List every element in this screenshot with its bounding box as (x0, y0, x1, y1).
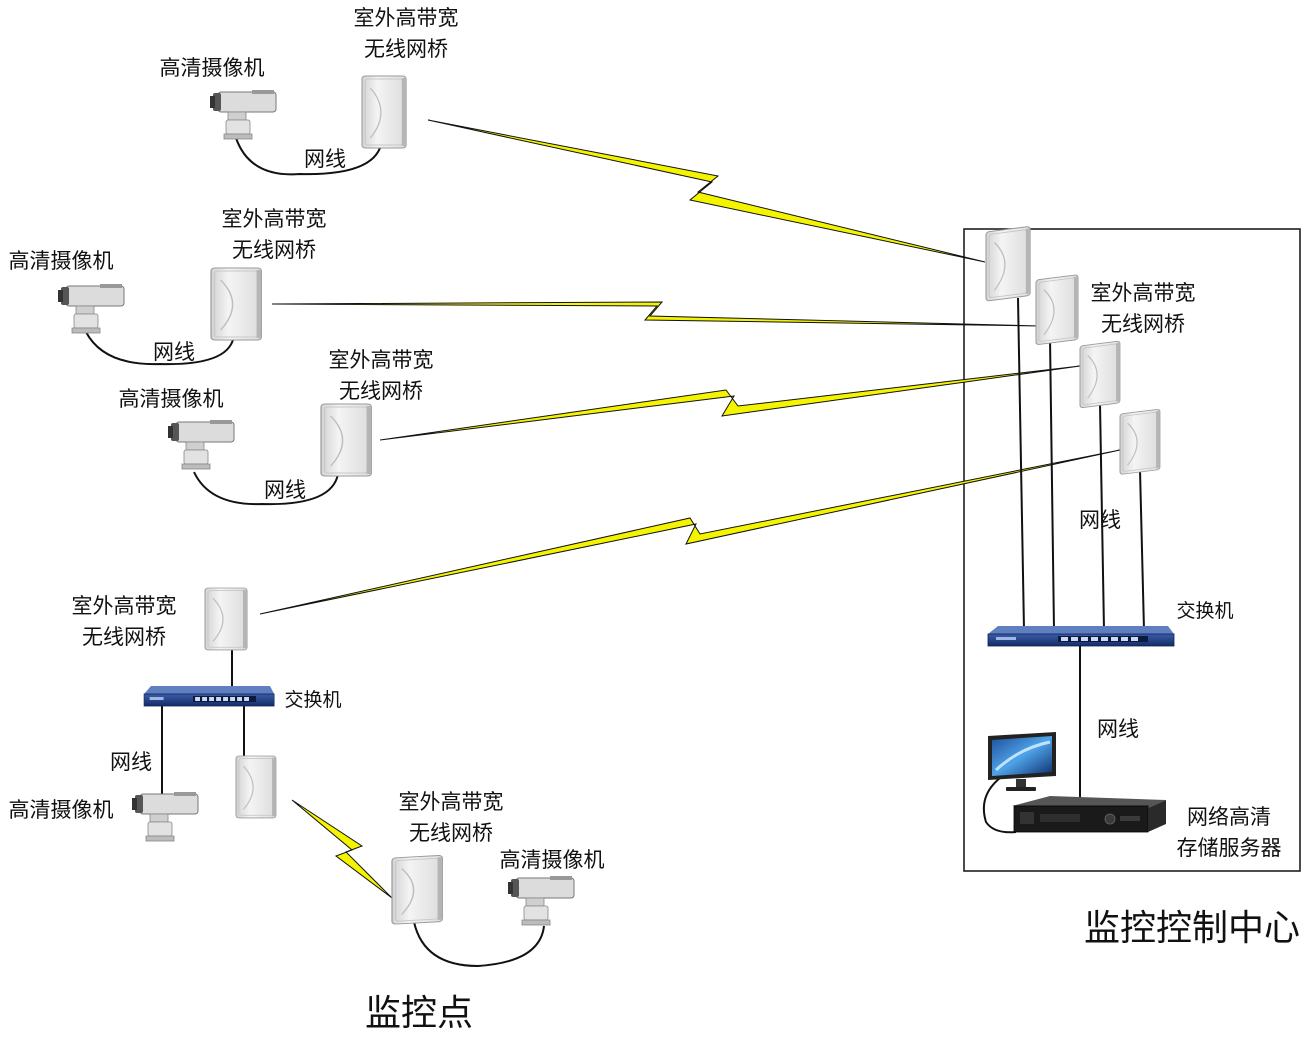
bridge-label-site1-line2: 无线网桥 (364, 37, 448, 61)
network-switch-icon (987, 625, 1175, 647)
nvr-icon (1012, 796, 1166, 833)
wireless-link-4 (259, 449, 1121, 615)
camera-label-site5: 高清摄像机 (500, 848, 605, 872)
cable-label-center-nvr: 网线 (1097, 717, 1139, 741)
cable-center-bridge-4 (1139, 469, 1145, 631)
switch-label-center: 交换机 (1176, 600, 1233, 622)
camera-label-site4: 高清摄像机 (9, 798, 114, 822)
bridge-label-center-line2: 无线网桥 (1101, 312, 1185, 336)
panel-antenna-icon (361, 75, 407, 149)
ptz-camera-icon (209, 89, 277, 140)
ptz-camera-icon (131, 791, 199, 842)
network-switch-icon (143, 685, 275, 707)
cable-center-bridge-2 (1049, 337, 1055, 631)
bridge-label-site2-line2: 无线网桥 (232, 238, 316, 262)
panel-antenna-icon (985, 225, 1031, 302)
cable-site1 (235, 137, 383, 176)
bridge-label-site1-line1: 室外高带宽 (354, 6, 459, 30)
ptz-camera-icon (507, 875, 575, 926)
cables (85, 137, 1145, 968)
panel-antenna-icon (391, 854, 444, 925)
panel-antenna-icon (204, 587, 248, 651)
panel-antenna-icon (210, 267, 263, 341)
wireless-link-5 (291, 799, 393, 899)
wireless-link-1 (427, 119, 986, 263)
cable-center-bridge-1 (1017, 297, 1025, 631)
panel-antenna-icon (1079, 340, 1121, 409)
cable-site2 (85, 331, 235, 366)
camera-label-site1: 高清摄像机 (160, 56, 265, 80)
camera-label-site2: 高清摄像机 (9, 249, 114, 273)
bridge-label-site5-line1: 室外高带宽 (399, 790, 504, 814)
cable-label-site2: 网线 (153, 340, 195, 364)
cable-monitor-nvr (982, 777, 1017, 834)
panel-antenna-icon (1035, 274, 1079, 346)
control-center-frame (963, 228, 1301, 872)
cable-site3 (193, 471, 339, 506)
cable-center-bridge-3 (1099, 403, 1105, 631)
camera-label-site3: 高清摄像机 (119, 387, 224, 411)
panel-antenna-icon (320, 403, 373, 477)
site-title: 监控点 (365, 993, 473, 1034)
cable-label-site4: 网线 (110, 750, 152, 774)
cable-label-site3: 网线 (264, 478, 306, 502)
ptz-camera-icon (57, 283, 125, 334)
panel-antenna-icon (1119, 408, 1161, 476)
bridge-label-site2-line1: 室外高带宽 (222, 207, 327, 231)
bridge-label-site3-line2: 无线网桥 (339, 379, 423, 403)
nvr-label-line1: 网络高清 (1187, 805, 1271, 829)
bridge-label-site4-line1: 室外高带宽 (72, 594, 177, 618)
ptz-camera-icon (167, 419, 235, 470)
wireless-link-2 (271, 301, 1041, 327)
bridge-label-site5-line2: 无线网桥 (409, 821, 493, 845)
bridge-label-site4-line2: 无线网桥 (82, 625, 166, 649)
cable-site5 (413, 921, 545, 968)
panel-antenna-icon (235, 755, 277, 819)
wireless-link-3 (379, 365, 1081, 441)
bridge-label-center-line1: 室外高带宽 (1091, 281, 1196, 305)
monitor-icon (988, 732, 1056, 791)
bridge-label-site3-line1: 室外高带宽 (329, 348, 434, 372)
switch-label-site4: 交换机 (284, 689, 341, 711)
center-title: 监控控制中心 (1084, 908, 1300, 949)
nvr-label-line2: 存储服务器 (1177, 836, 1282, 860)
cable-label-center-bridges: 网线 (1079, 508, 1121, 532)
cable-label-site1: 网线 (304, 147, 346, 171)
